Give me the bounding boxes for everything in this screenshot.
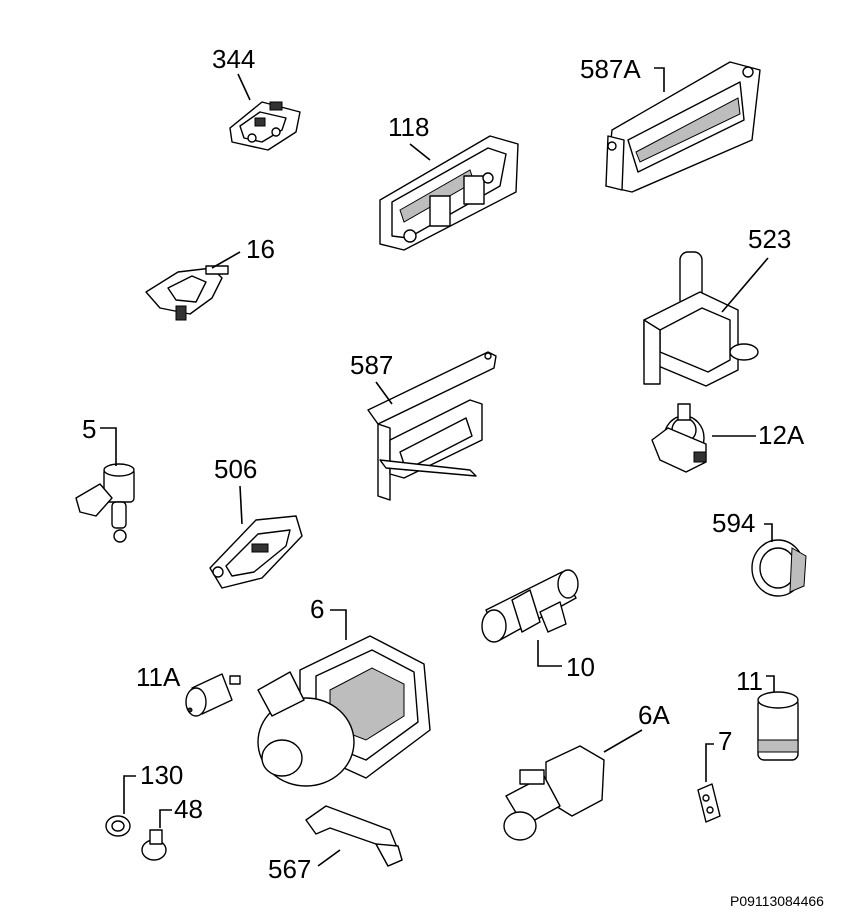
label-344: 344	[212, 44, 255, 101]
part-587[interactable]	[367, 351, 497, 501]
label-130-text: 130	[140, 760, 183, 790]
label-344-text: 344	[212, 44, 255, 74]
label-10-text: 10	[566, 652, 595, 682]
label-587A-text: 587A	[580, 54, 641, 84]
label-6A-text: 6A	[638, 700, 670, 730]
part-594[interactable]	[751, 539, 807, 597]
label-118: 118	[388, 112, 431, 161]
part-118[interactable]	[379, 135, 519, 251]
part-12A[interactable]	[651, 403, 707, 473]
label-567: 567	[268, 849, 341, 884]
label-594: 594	[712, 508, 773, 542]
label-48-text: 48	[174, 794, 203, 824]
label-11A: 11A	[136, 662, 181, 692]
part-344[interactable]	[229, 101, 301, 151]
part-11[interactable]	[757, 691, 799, 761]
label-6A: 6A	[603, 700, 670, 753]
part-7[interactable]	[697, 783, 721, 823]
label-587-text: 587	[350, 350, 393, 380]
label-594-text: 594	[712, 508, 755, 538]
label-506-text: 506	[214, 454, 257, 484]
label-118-text: 118	[388, 112, 429, 142]
label-48: 48	[159, 794, 203, 828]
label-587A: 587A	[580, 54, 665, 92]
part-5[interactable]	[75, 463, 135, 543]
label-523-text: 523	[748, 224, 791, 254]
label-506: 506	[214, 454, 257, 525]
label-6-text: 6	[310, 594, 324, 624]
part-11A[interactable]	[185, 673, 241, 717]
label-16-text: 16	[246, 234, 275, 264]
part-16[interactable]	[145, 265, 229, 321]
label-11A-text: 11A	[136, 662, 181, 692]
label-5-text: 5	[82, 414, 96, 444]
label-12A-text: 12A	[758, 420, 805, 450]
part-587A[interactable]	[605, 61, 761, 193]
label-567-text: 567	[268, 854, 311, 884]
label-12A: 12A	[712, 420, 805, 450]
label-7-text: 7	[718, 726, 732, 756]
part-523[interactable]	[643, 251, 759, 387]
part-130[interactable]	[105, 815, 131, 837]
label-523: 523	[721, 224, 791, 313]
label-130: 130	[123, 760, 183, 814]
label-5: 5	[82, 414, 117, 466]
label-16: 16	[211, 234, 275, 269]
label-11: 11	[736, 666, 775, 696]
part-506[interactable]	[209, 515, 303, 589]
part-10[interactable]	[481, 569, 579, 643]
part-6[interactable]	[257, 635, 431, 787]
label-6: 6	[310, 594, 347, 640]
label-11-text: 11	[736, 666, 763, 696]
part-6A[interactable]	[503, 745, 605, 841]
part-567[interactable]	[305, 805, 403, 867]
part-48[interactable]	[141, 829, 167, 861]
drawing-code: P09113084466	[730, 893, 824, 909]
label-7: 7	[705, 726, 732, 782]
label-10: 10	[537, 640, 595, 682]
label-587: 587	[350, 350, 393, 405]
